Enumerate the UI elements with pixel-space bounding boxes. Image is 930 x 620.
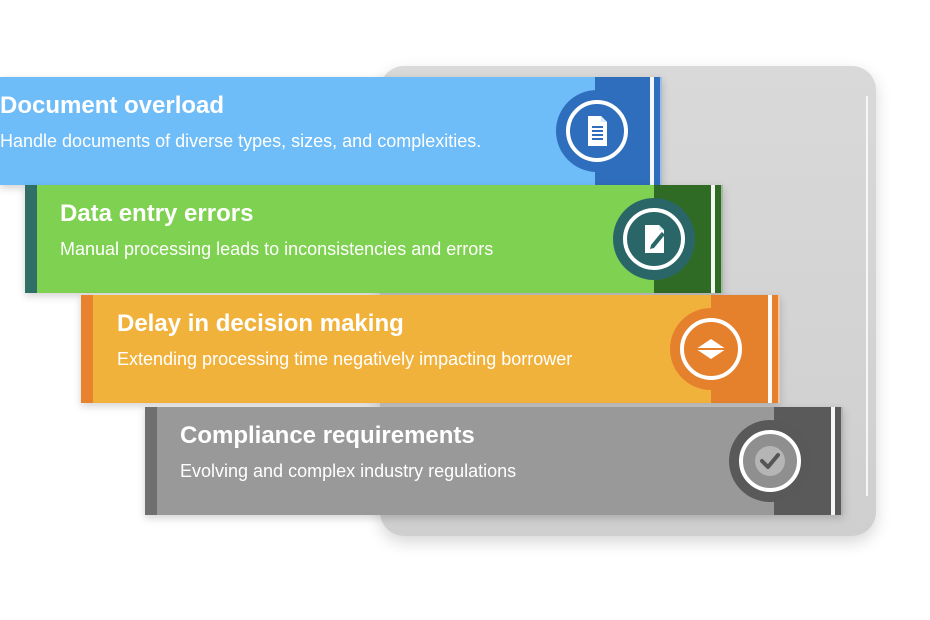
band-left-accent xyxy=(25,185,37,293)
check-icon xyxy=(729,420,811,502)
challenge-band-document-overload: Document overload Handle documents of di… xyxy=(0,77,662,185)
challenge-title: Document overload xyxy=(0,92,225,119)
challenge-title: Data entry errors xyxy=(60,200,254,227)
band-edge-line xyxy=(660,77,662,185)
band-left-accent xyxy=(81,295,93,403)
band-divider-line xyxy=(831,407,835,515)
challenge-band-data-entry-errors: Data entry errors Manual processing lead… xyxy=(25,185,723,293)
band-edge-line xyxy=(841,407,843,515)
edit-document-icon xyxy=(613,198,695,280)
check-icon-glyph xyxy=(755,446,785,476)
band-divider-line xyxy=(650,77,654,185)
challenge-band-delay-in-decision-making: Delay in decision making Extending proce… xyxy=(81,295,780,403)
icon-ring xyxy=(739,430,801,492)
challenge-description: Evolving and complex industry regulation… xyxy=(180,461,517,481)
band-divider-line xyxy=(768,295,772,403)
band-edge-line xyxy=(778,295,780,403)
band-left-accent xyxy=(145,407,157,515)
challenge-title: Compliance requirements xyxy=(180,422,475,449)
challenge-description: Manual processing leads to inconsistenci… xyxy=(60,239,494,259)
challenge-description: Handle documents of diverse types, sizes… xyxy=(0,131,482,151)
challenge-description: Extending processing time negatively imp… xyxy=(117,349,573,369)
diamond-icon-glyph xyxy=(696,339,726,359)
diamond-icon xyxy=(670,308,752,390)
band-edge-line xyxy=(721,185,723,293)
document-icon xyxy=(556,90,638,172)
band-divider-line xyxy=(711,185,715,293)
document-icon-glyph xyxy=(588,116,607,146)
challenge-title: Delay in decision making xyxy=(117,310,404,337)
edit-document-icon-glyph xyxy=(645,225,665,253)
icon-ring xyxy=(680,318,742,380)
challenge-band-compliance-requirements: Compliance requirements Evolving and com… xyxy=(145,407,843,515)
